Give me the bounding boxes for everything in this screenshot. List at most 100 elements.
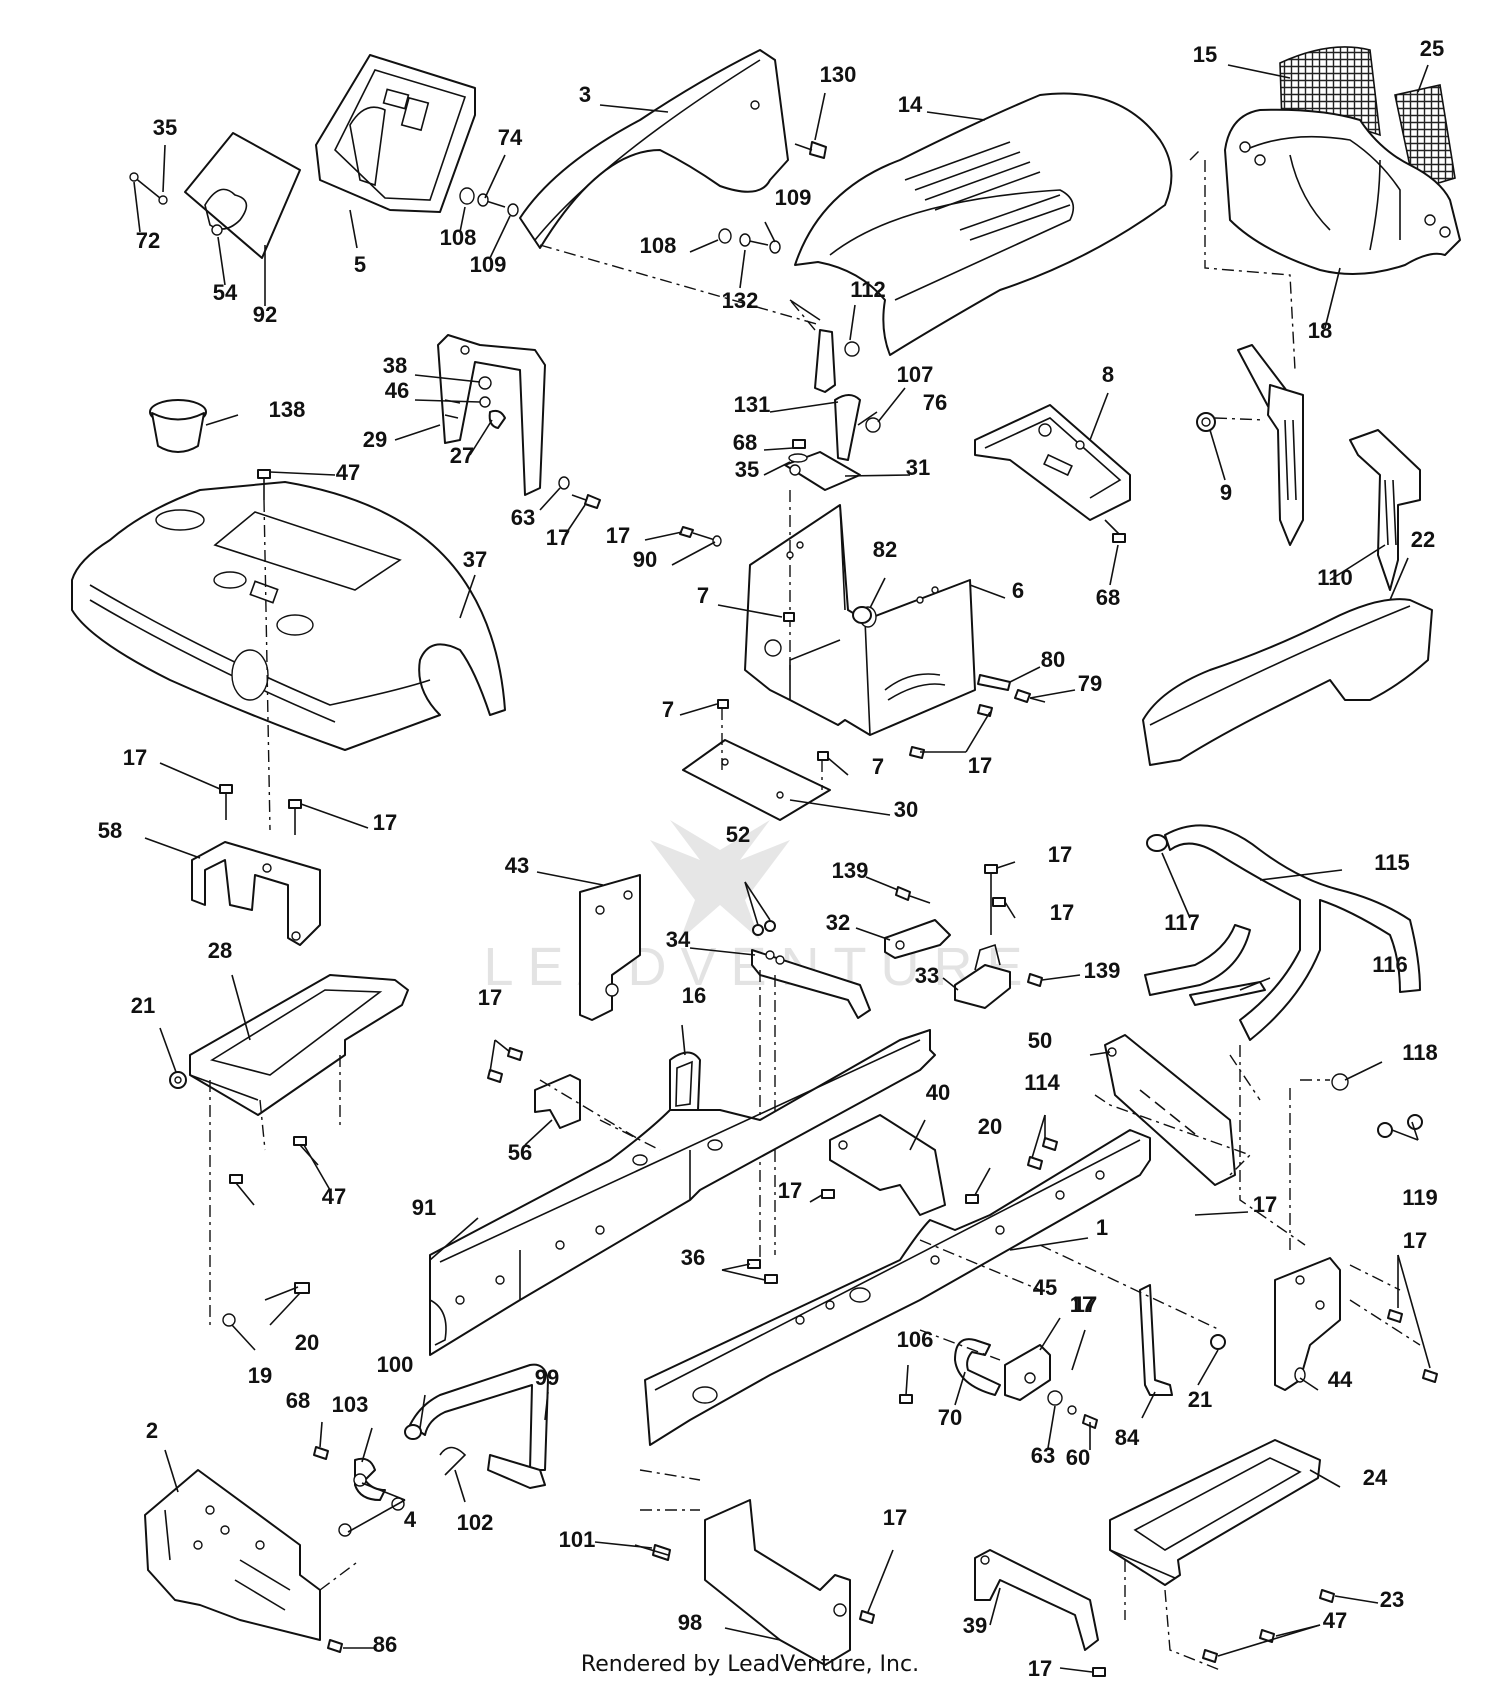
callout-102: 102 [457,1510,494,1535]
part-139-bolt [895,886,1043,987]
callout-38: 38 [383,353,407,378]
part-21-nut [169,1071,187,1089]
callout-139: 139 [1084,958,1121,983]
part-17-screw-44 [1387,1309,1438,1383]
callout-20: 20 [295,1330,319,1355]
part-32-bracket [884,919,951,959]
callout-84: 84 [1115,1425,1140,1450]
callout-14: 14 [898,92,923,117]
callout-112: 112 [850,277,886,302]
callout-54: 54 [213,280,238,305]
callout-1: 1 [1096,1215,1108,1240]
callout-47: 47 [322,1184,346,1209]
callout-15: 15 [1193,42,1217,67]
part-80-pin [977,674,1046,703]
callout-70: 70 [938,1405,962,1430]
callout-2: 2 [146,1418,158,1443]
part-4-washer [338,1473,405,1537]
part-43-bracket [579,874,641,1021]
callout-17: 17 [1073,1292,1097,1317]
part-90-washer [679,526,722,547]
callout-63: 63 [511,505,535,530]
callout-99: 99 [535,1365,559,1390]
footer-credit: Rendered by LeadVenture, Inc. [580,1652,920,1677]
callout-36: 36 [681,1245,705,1270]
part-50-front-bracket [1104,1034,1236,1186]
part-106-bolt [899,1394,913,1404]
part-16-grommet [669,1051,701,1116]
callout-115: 115 [1374,850,1410,875]
callout-45: 45 [1033,1275,1057,1300]
part-14-hood [794,92,1173,356]
part-119-nut [1377,1114,1423,1138]
part-24-right-footrest [1109,1439,1321,1586]
callout-23: 23 [1380,1587,1404,1612]
part-102-clip [439,1446,467,1476]
callout-116: 116 [1372,952,1408,977]
part-99-rod [409,1363,549,1489]
part-17-screw-98 [859,1610,875,1624]
part-17-screw-56 [487,1047,523,1083]
part-31-mount-plate [784,439,861,491]
callout-7: 7 [872,754,884,779]
part-7-screw [717,612,829,761]
callout-17: 17 [778,1178,802,1203]
part-29-steering-support [437,334,546,496]
part-131-hood-bracket [789,299,881,461]
part-82-grommet [852,606,872,624]
callout-17: 17 [546,525,570,550]
part-17-screw-33 [984,864,1006,935]
callout-106: 106 [897,1327,934,1352]
callout-58: 58 [98,818,122,843]
callout-3: 3 [579,82,591,107]
part-5-dash-panel [315,54,476,213]
callout-74: 74 [498,125,523,150]
callout-35: 35 [153,115,177,140]
part-63-washer [558,476,601,509]
callout-18: 18 [1308,318,1332,343]
part-47-screw-24 [1202,1629,1275,1663]
callout-80: 80 [1041,647,1065,672]
callout-19: 19 [248,1363,272,1388]
part-22-front-bumper [1142,598,1433,766]
part-33-bracket [954,943,1011,1009]
callout-109: 109 [470,252,507,277]
part-2-mount-plate [144,1469,321,1641]
part-37-fender-deck [71,481,506,751]
callout-98: 98 [678,1610,702,1635]
part-56-bracket [534,1074,581,1129]
callout-17: 17 [123,745,147,770]
part-36-bolt [747,1259,778,1284]
callout-110: 110 [1317,565,1353,590]
callout-86: 86 [373,1632,397,1657]
part-40-bracket [829,1114,946,1216]
callout-21: 21 [131,993,155,1018]
callout-33: 33 [915,963,939,988]
part-70-hitch-pin [954,1338,1001,1396]
callout-108: 108 [640,233,677,258]
callout-76: 76 [923,390,947,415]
callout-39: 39 [963,1613,987,1638]
callout-44: 44 [1328,1367,1353,1392]
callout-34: 34 [666,927,691,952]
part-23-screw [1319,1589,1335,1603]
callout-56: 56 [508,1140,532,1165]
callout-79: 79 [1078,671,1102,696]
callout-108: 108 [440,225,477,250]
callout-6: 6 [1012,578,1024,603]
part-115-bumper-bar [1144,824,1421,1041]
part-68-screw [1104,519,1126,543]
part-17-screw-console [909,704,993,759]
callout-17: 17 [606,523,630,548]
callout-35: 35 [735,457,759,482]
part-52-nut [752,920,776,936]
part-130-bolt [794,141,827,159]
callout-17: 17 [1070,1292,1094,1317]
callout-132: 132 [722,288,759,313]
callout-46: 46 [385,378,409,403]
callout-131: 131 [734,392,771,417]
part-91-left-frame-rail [429,1029,936,1356]
callout-29: 29 [363,427,387,452]
callout-30: 30 [894,797,918,822]
callout-32: 32 [826,910,850,935]
